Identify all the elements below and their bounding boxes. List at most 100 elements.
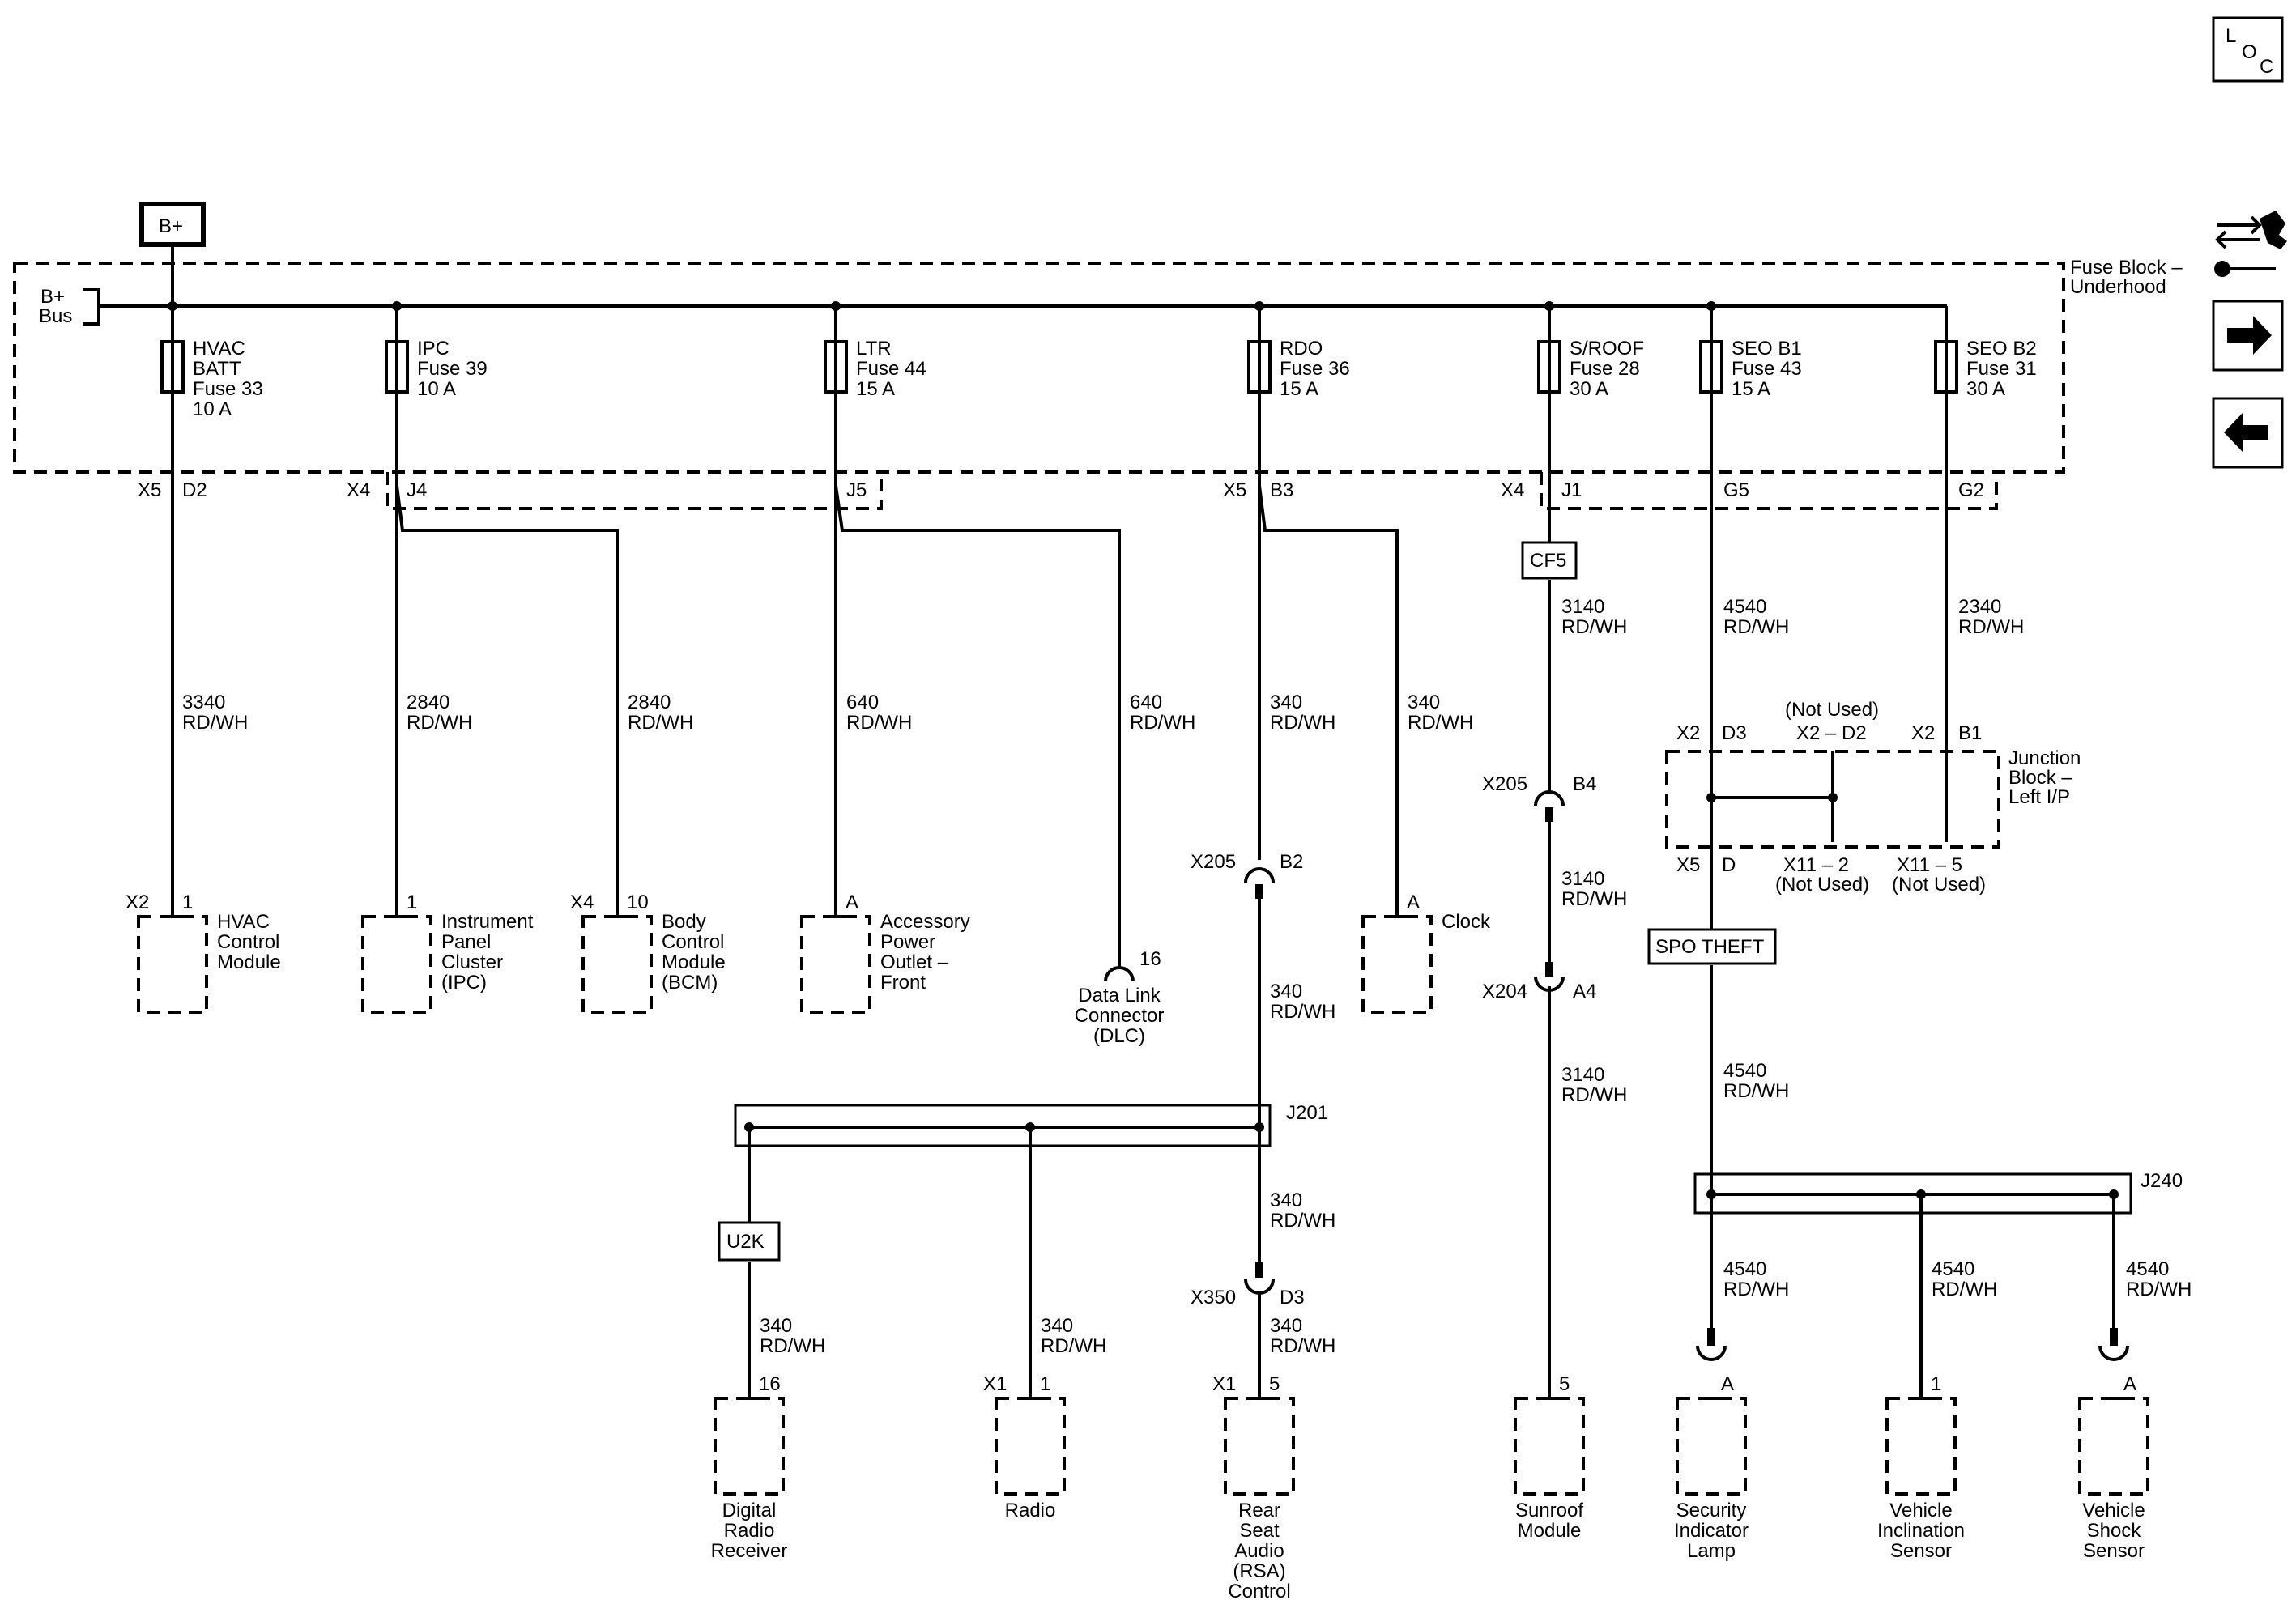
arrow-left-icon[interactable]	[2212, 397, 2284, 469]
component-pin: A	[1407, 891, 1420, 913]
svg-text:(Not Used): (Not Used)	[1785, 699, 1879, 721]
wire-color: RD/WH	[1408, 712, 1473, 734]
component-name: Rear	[1238, 1500, 1280, 1521]
component-name: Accessory	[880, 911, 970, 933]
component-name: (BCM)	[662, 972, 718, 994]
component-pin: 5	[1269, 1373, 1280, 1395]
wire-color: RD/WH	[407, 712, 472, 734]
component-pin: A	[1721, 1373, 1734, 1395]
svg-text:SPO THEFT: SPO THEFT	[1655, 936, 1765, 958]
component-name: Lamp	[1687, 1540, 1736, 1562]
svg-text:G2: G2	[1958, 479, 1984, 501]
wire-circuit-number: 340	[1270, 981, 1302, 1002]
fuse-label-line: SEO B2	[1966, 338, 2037, 360]
svg-text:(Not Used): (Not Used)	[1775, 874, 1869, 896]
svg-text:X4: X4	[1501, 479, 1524, 501]
loc-button[interactable]: L O C	[2212, 16, 2284, 83]
splice-cf5: CF5	[1521, 541, 1578, 580]
component-name: Control	[662, 931, 724, 953]
wire-circuit-number: 4540	[1932, 1258, 1974, 1280]
wire-circuit-number: 3140	[1561, 868, 1604, 890]
fuse-label-line: 30 A	[1570, 378, 1608, 400]
wire-circuit-number: 2340	[1958, 596, 2001, 618]
fuse-label-line: Fuse 43	[1732, 358, 1802, 380]
component-pin: 16	[1139, 948, 1161, 970]
splice-u2k: U2K	[718, 1221, 781, 1262]
fuse-label-line: Fuse 39	[417, 358, 488, 380]
inline-connector-x204-a4: X204 A4	[1482, 962, 1596, 1002]
wire-color: RD/WH	[1723, 616, 1789, 638]
svg-text:B+: B+	[40, 286, 65, 308]
terminals-j240	[1696, 1328, 2129, 1361]
svg-text:J201: J201	[1286, 1102, 1328, 1124]
component-name: Panel	[441, 931, 491, 953]
svg-text:X2 – D2: X2 – D2	[1796, 722, 1867, 744]
wire-color: RD/WH	[1561, 1084, 1627, 1106]
splice-j240: J240	[1693, 1170, 2183, 1215]
component-name: Audio	[1234, 1540, 1284, 1562]
svg-text:X4: X4	[347, 479, 370, 501]
svg-text:J240: J240	[2141, 1170, 2183, 1192]
component-name: Security	[1676, 1500, 1747, 1521]
fuse-label-line: RDO	[1280, 338, 1323, 360]
component-connector: X4	[570, 891, 594, 913]
wire-circuit-number: 340	[1270, 691, 1302, 713]
svg-text:X350: X350	[1191, 1287, 1236, 1308]
svg-text:G5: G5	[1723, 479, 1749, 501]
fuse-label-line: 15 A	[1732, 378, 1770, 400]
component-name: Outlet –	[880, 951, 949, 973]
wire-circuit-number: 340	[1270, 1315, 1302, 1337]
component-name: Instrument	[441, 911, 534, 933]
fuse-label-line: 15 A	[856, 378, 895, 400]
svg-text:Left I/P: Left I/P	[2008, 786, 2070, 808]
component-name: Sensor	[1890, 1540, 1952, 1562]
fuse-label-line: Fuse 28	[1570, 358, 1640, 380]
arrow-right-icon[interactable]	[2212, 300, 2284, 372]
svg-text:Underhood: Underhood	[2070, 276, 2166, 298]
splice-spo-theft: SPO THEFT	[1647, 928, 1777, 965]
svg-text:X2: X2	[1676, 722, 1700, 744]
fuse-label-line: Fuse 33	[193, 378, 263, 400]
component-name: Body	[662, 911, 706, 933]
fuse-label-line: Fuse 31	[1966, 358, 2037, 380]
component-name: (IPC)	[441, 972, 487, 994]
wire-circuit-number: 340	[1041, 1315, 1073, 1337]
wire-color: RD/WH	[1130, 712, 1195, 734]
wire-circuit-number: 4540	[1723, 596, 1766, 618]
svg-text:Junction: Junction	[2008, 747, 2081, 769]
component-connector: X2	[126, 891, 149, 913]
wire-labels: 3340RD/WH2840RD/WH2840RD/WH640RD/WH640RD…	[182, 596, 2192, 1357]
inline-connector-x205-b4: X205 B4	[1482, 773, 1596, 822]
fuse-label-line: S/ROOF	[1570, 338, 1644, 360]
component-name: HVAC	[217, 911, 270, 933]
splice-j201: J201	[734, 1102, 1328, 1147]
svg-text:Bus: Bus	[39, 305, 72, 327]
component-name: Receiver	[711, 1540, 788, 1562]
wrench-arrows-icon[interactable]	[2214, 211, 2287, 277]
svg-text:D: D	[1722, 854, 1736, 876]
component-name: Control	[1228, 1581, 1290, 1602]
component-name: Module	[217, 951, 281, 973]
component-pin: 1	[1931, 1373, 1941, 1395]
wire-color: RD/WH	[1270, 712, 1335, 734]
fuse-label-line: SEO B1	[1732, 338, 1802, 360]
